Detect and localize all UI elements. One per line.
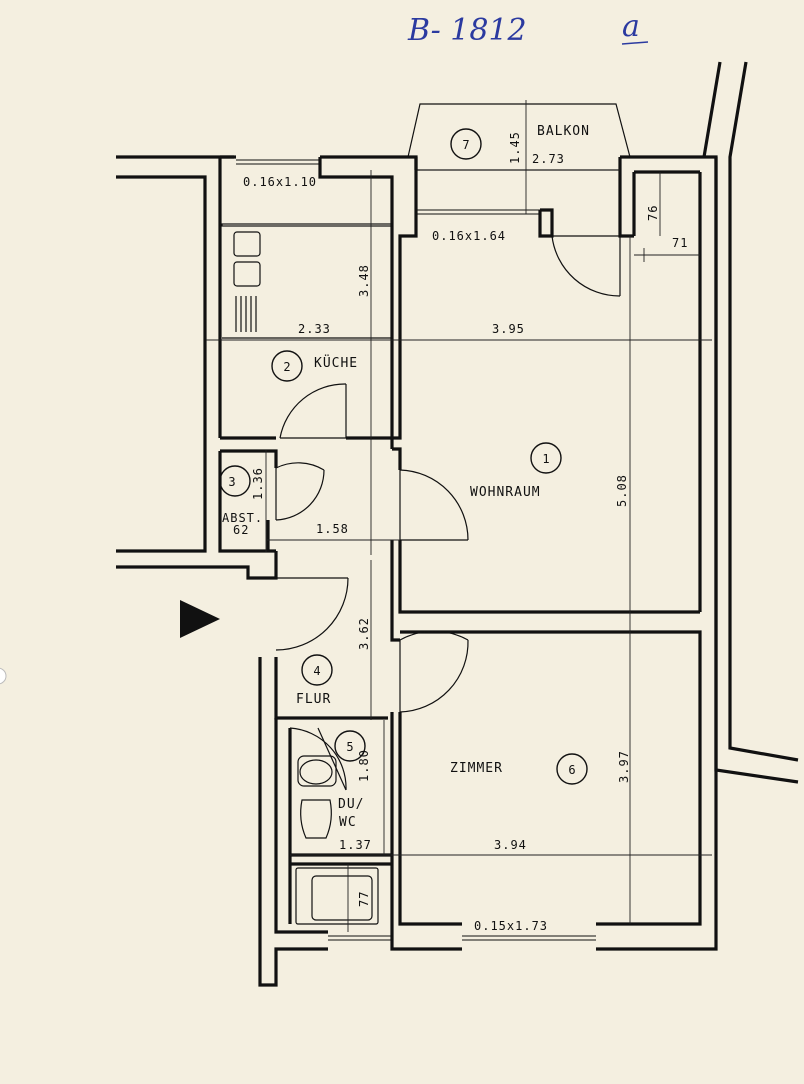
room-name-duwc-line1: DU/ <box>338 797 364 812</box>
entrance-arrow-icon <box>180 600 220 638</box>
dim-living-width: 3.95 <box>492 322 525 336</box>
dim-bath-length: 1.80 <box>357 749 371 782</box>
sheet-code: B- 1812 <box>407 13 527 48</box>
walls <box>116 61 799 987</box>
windows <box>236 159 596 941</box>
dim-hall-length: 3.62 <box>357 617 371 650</box>
room-number-circles <box>219 128 588 785</box>
room-name-flur: FLUR <box>296 692 331 707</box>
dim-col-71: 71 <box>672 236 688 250</box>
dimension-lines <box>206 100 712 932</box>
dim-hall-width: 1.58 <box>316 522 349 536</box>
dim-living-depth: 5.08 <box>615 474 629 507</box>
room-2-number: 2 <box>283 360 290 374</box>
room-name-wohnraum: WOHNRAUM <box>470 485 541 500</box>
kitchen-appliances <box>221 223 393 339</box>
sheet-code-suffix: a <box>622 9 640 44</box>
dim-balcony-door: 0.16x1.64 <box>432 229 506 243</box>
dim-kitchen-window: 0.16x1.10 <box>243 175 317 189</box>
dim-room-window: 0.15x1.73 <box>474 919 548 933</box>
dim-abst-height: 1.36 <box>251 467 265 500</box>
room-name-kueche: KÜCHE <box>314 354 358 371</box>
punch-hole <box>0 667 7 685</box>
room-1-number: 1 <box>542 452 549 466</box>
room-4-number: 4 <box>313 664 320 678</box>
room-name-zimmer: ZIMMER <box>450 761 503 776</box>
room-name-abst: ABST. <box>222 511 263 525</box>
room-5-number: 5 <box>346 740 353 754</box>
room-3-number: 3 <box>228 475 235 489</box>
dim-room-depth: 3.97 <box>617 750 631 783</box>
dim-balkon-width: 2.73 <box>532 152 565 166</box>
room-6-number: 6 <box>568 763 575 777</box>
dim-kitchen-height: 3.48 <box>357 264 371 297</box>
dim-balkon-depth: 1.45 <box>508 131 522 164</box>
room-name-duwc-line2: WC <box>339 815 357 830</box>
dim-room-width: 3.94 <box>494 838 527 852</box>
dim-kitchen-width: 2.33 <box>298 322 331 336</box>
dim-bath-tub: 77 <box>357 891 371 907</box>
room-7-number: 7 <box>462 138 469 152</box>
room-abst-size: 62 <box>233 523 249 537</box>
dim-col-76: 76 <box>646 205 660 221</box>
sheet-code-underline <box>621 41 649 45</box>
bathroom-fixtures <box>295 755 379 925</box>
dim-bath-width: 1.37 <box>339 838 372 852</box>
door-swings <box>275 235 621 791</box>
room-name-balkon: BALKON <box>537 124 590 139</box>
